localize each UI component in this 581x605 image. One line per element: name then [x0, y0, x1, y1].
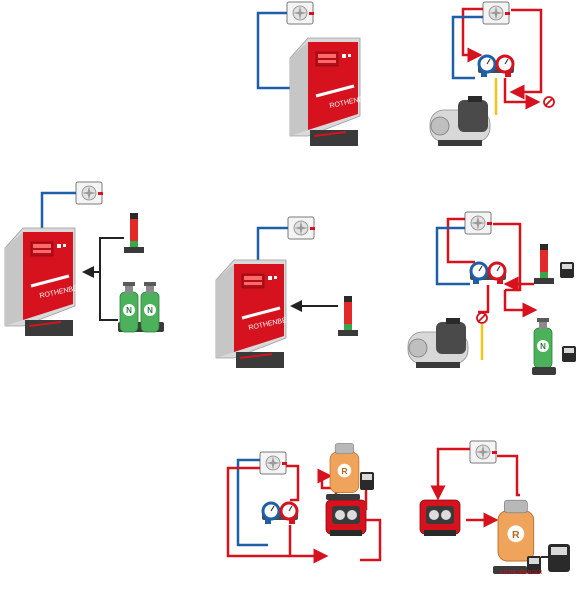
panel-3 [3, 181, 164, 338]
red-line [478, 285, 490, 314]
red-line [360, 518, 382, 562]
signal-tower-icon [534, 244, 554, 284]
panel-4 [214, 216, 358, 370]
hvac-unit-icon [287, 216, 316, 240]
hvac-unit-icon [75, 181, 104, 205]
panel-6 [226, 442, 382, 564]
manifold-gauge-icon [260, 501, 300, 526]
connection-line [99, 237, 124, 321]
blocked-icon [543, 96, 555, 108]
manifold-gauge-icon [476, 54, 516, 79]
vacuum-pump-icon [407, 317, 469, 369]
hvac-unit-icon [259, 451, 288, 475]
vacuum-pump-icon [429, 95, 491, 147]
refrigerant-cylinder-icon [497, 499, 535, 562]
hvac-unit-icon [469, 440, 498, 464]
red-line [461, 7, 483, 63]
nitrogen-cylinder-icon [533, 317, 553, 369]
red-line [503, 78, 541, 110]
recovery-device-icon [288, 36, 362, 148]
blue-line [236, 458, 268, 547]
red-line [446, 217, 475, 264]
red-line [503, 290, 538, 318]
blue-line [256, 11, 290, 90]
blue-line [451, 15, 483, 80]
red-line [226, 466, 290, 558]
manifold-gauge-icon [468, 261, 508, 286]
blue-line [40, 191, 76, 230]
blue-line [256, 226, 288, 262]
brand-label: ROTHENBERGER [500, 570, 543, 576]
nitrogen-cylinder-icon [140, 281, 160, 333]
recovery-device-icon [214, 258, 288, 370]
blocked-icon [476, 312, 488, 324]
panel-7 [419, 440, 570, 574]
signal-tower-icon [124, 213, 144, 253]
nitrogen-cylinder-icon [119, 281, 139, 333]
signal-tower-icon [338, 296, 358, 336]
red-line [288, 525, 329, 564]
recovery-unit-icon [325, 499, 367, 537]
red-line [430, 447, 470, 501]
recovery-device-icon [3, 226, 77, 338]
hvac-unit-icon [482, 1, 511, 25]
panel-1 [256, 1, 362, 148]
red-line [286, 464, 300, 502]
red-line [509, 8, 543, 100]
hvac-unit-icon [464, 211, 493, 235]
refrigerant-cylinder-icon [329, 442, 360, 494]
recovery-unit-icon [419, 499, 461, 537]
red-line [497, 454, 520, 497]
blue-line [435, 226, 470, 286]
hvac-unit-icon [286, 1, 315, 25]
panel-5 [407, 211, 576, 375]
panel-2 [429, 1, 555, 147]
